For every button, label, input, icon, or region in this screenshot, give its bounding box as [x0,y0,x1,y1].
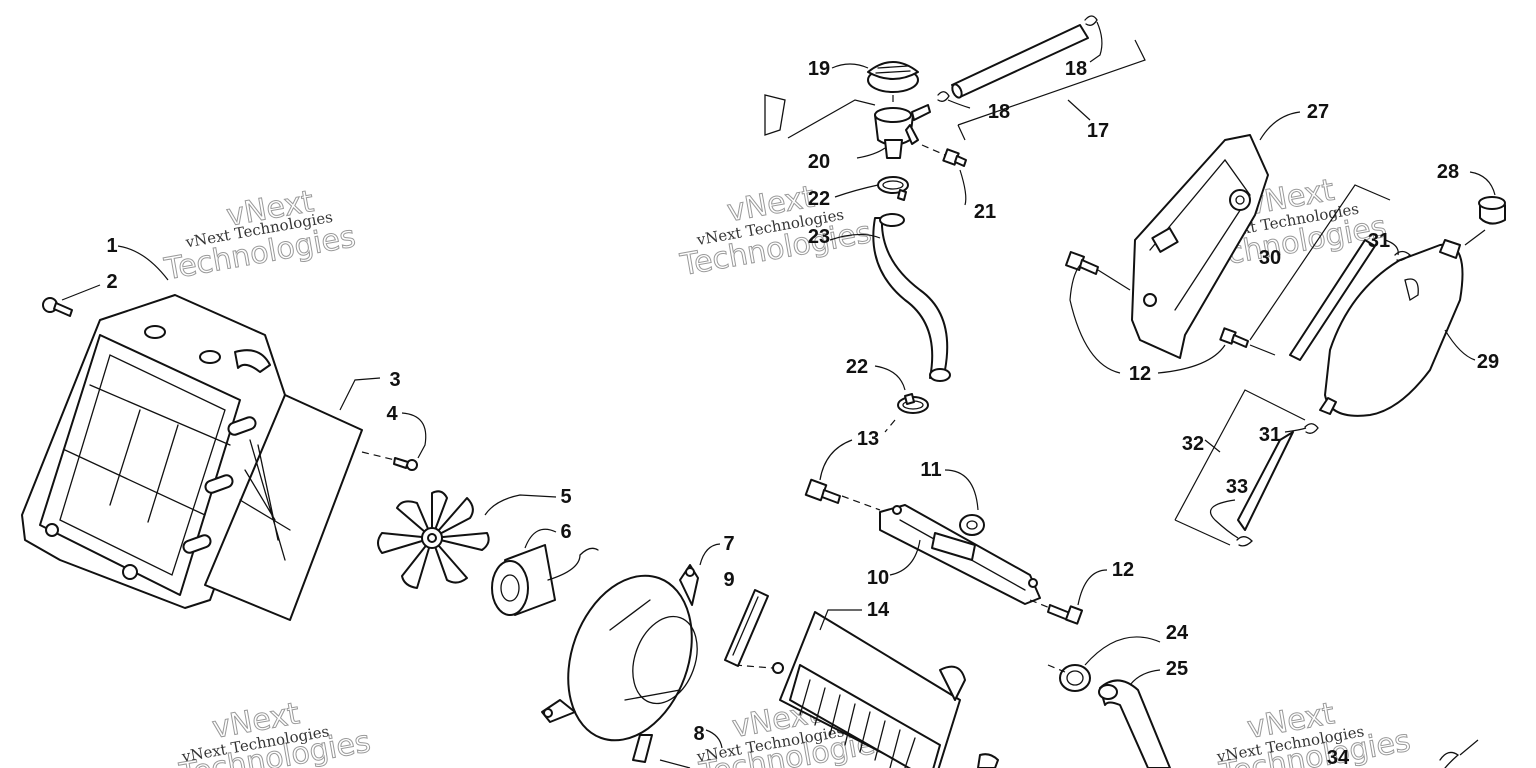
part-4-screw [361,451,418,471]
callout-12-bottom: 12 [1112,559,1134,581]
callout-32: 32 [1182,433,1204,455]
callout-6: 6 [560,521,571,543]
callout-10: 10 [867,567,889,589]
part-32-drain-hose-assembly [1174,389,1306,546]
callout-1: 1 [106,235,117,257]
callout-33: 33 [1226,476,1248,498]
callout-3: 3 [389,369,400,391]
part-18-overflow-hose [951,24,1089,99]
part-22-clamp-top [834,176,909,201]
part-25-hose [1098,669,1171,768]
part-19-radiator-cap [831,61,919,93]
callout-30: 30 [1259,247,1281,269]
callout-31-top: 31 [1368,230,1390,252]
callout-4: 4 [386,403,398,425]
part-5-fan [377,490,490,589]
part-11-grommet [959,514,985,536]
callout-25: 25 [1166,658,1188,680]
part-18-clamp-a [1084,15,1103,63]
part-14-radiator [779,611,966,768]
callout-18-bottom: 18 [988,101,1010,123]
part-27-mounting-bracket [1131,111,1301,359]
part-3-screen-panel [204,394,363,621]
callout-31-bottom: 31 [1259,424,1281,446]
callout-22-bottom: 22 [846,356,868,378]
watermark-4: vNext Technologies vNext Technologies [176,696,374,768]
callout-8: 8 [693,723,704,745]
callout-7: 7 [723,533,734,555]
part-12-bolt-a [1029,599,1084,625]
part-13-bolt [804,478,881,511]
callout-21: 21 [974,201,996,223]
part-10-bracket [879,504,1041,605]
part-21-bolt [921,144,967,206]
fan-housing-hose-stub [659,753,999,768]
part-18-clamp-b [937,91,971,109]
part-29-coolant-reservoir [1319,239,1476,417]
callout-28: 28 [1437,161,1459,183]
part-31-clamp-a [1384,239,1411,262]
watermark-1: vNext Technologies vNext Technologies [161,184,359,288]
part-12-bolt-b [1065,251,1131,291]
part-24-clamp [1047,636,1161,692]
callout-23: 23 [808,226,830,248]
callout-29: 29 [1477,351,1499,373]
callout-11: 11 [920,459,941,481]
callout-12-top: 12 [1129,363,1151,385]
watermark-2: vNext Technologies vNext Technologies [677,179,875,284]
callout-14: 14 [867,599,890,621]
part-6-fan-motor [491,544,599,616]
part-30-vent-hose [1249,184,1391,361]
part-1-radiator-shroud [21,294,286,609]
part-34-fitting [1439,739,1479,768]
callout-22-top: 22 [808,188,830,210]
callout-9: 9 [723,569,734,591]
part-20-filler-neck [764,94,931,159]
callout-17: 17 [1087,120,1109,142]
callout-5: 5 [560,486,571,508]
callout-2: 2 [106,271,117,293]
part-9-bracket-strap [724,589,784,674]
callout-13: 13 [857,428,879,450]
callout-labels: 1 2 3 4 5 6 7 8 9 10 11 12 12 13 14 17 1… [106,58,1499,768]
part-31-clamp-b [1284,423,1319,434]
watermark-6: vNext Technologies vNext Technologies [1215,696,1414,768]
callout-34: 34 [1327,747,1350,768]
callout-20: 20 [808,151,830,173]
part-22-clamp-bottom [874,365,929,433]
part-33-drain-hose [1210,431,1294,547]
part-28-reservoir-cap [1464,171,1506,246]
callout-24: 24 [1166,622,1189,644]
callout-27: 27 [1307,101,1329,123]
callout-18-top: 18 [1065,58,1087,80]
part-23-coolant-hose [829,213,951,382]
part-12-bolt-c [1219,327,1276,356]
part-17-hose-assembly [957,39,1146,141]
part-7-fan-housing [541,564,699,763]
callout-19: 19 [808,58,830,80]
part-2-screw [42,284,101,317]
